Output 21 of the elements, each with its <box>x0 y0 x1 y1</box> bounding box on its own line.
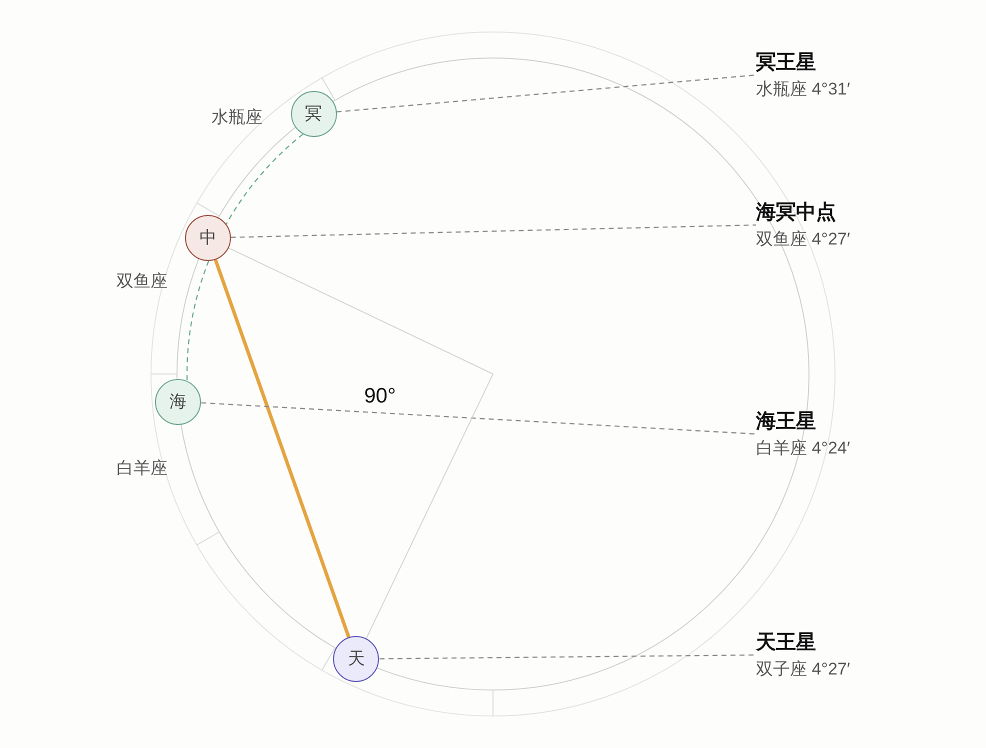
planet-name: 天王星 <box>756 630 816 654</box>
angle-label: 90° <box>364 386 396 406</box>
dashed-arc <box>226 134 304 225</box>
dashed-arc <box>186 260 210 380</box>
position-text: 白羊座 4°24′ <box>756 438 850 458</box>
position-text: 水瓶座 4°31′ <box>756 80 850 100</box>
leader-line <box>336 74 756 112</box>
planet-name: 冥王星 <box>756 50 816 74</box>
position-text: 双鱼座 4°27′ <box>756 230 850 250</box>
sign-label: 双鱼座 <box>116 272 168 290</box>
sign-label: 水瓶座 <box>212 108 262 126</box>
aspect-line <box>214 259 350 638</box>
planet-name: 海冥中点 <box>756 200 836 224</box>
leader-line <box>380 654 756 660</box>
sign-label: 白羊座 <box>116 460 168 476</box>
leader-line <box>201 402 756 435</box>
angle-line <box>228 247 494 374</box>
position-text: 双子座 4°27′ <box>756 660 850 680</box>
planet-name: 海王星 <box>756 410 816 434</box>
angle-line <box>366 374 494 639</box>
leader-line <box>230 224 756 238</box>
